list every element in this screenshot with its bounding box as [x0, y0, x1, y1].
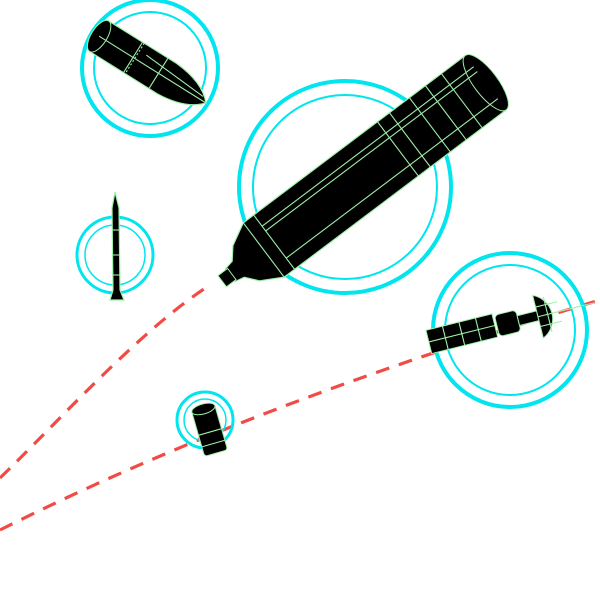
small-booster-icon[interactable]: [75, 191, 155, 301]
trajectory-lower: [0, 298, 600, 532]
payload-fairing-icon[interactable]: [80, 0, 220, 138]
launch-vehicle-icon[interactable]: [202, 48, 516, 308]
trajectory-upper: [0, 283, 211, 480]
orbital-module-icon[interactable]: [175, 390, 235, 457]
satellite-icon[interactable]: [424, 251, 600, 409]
